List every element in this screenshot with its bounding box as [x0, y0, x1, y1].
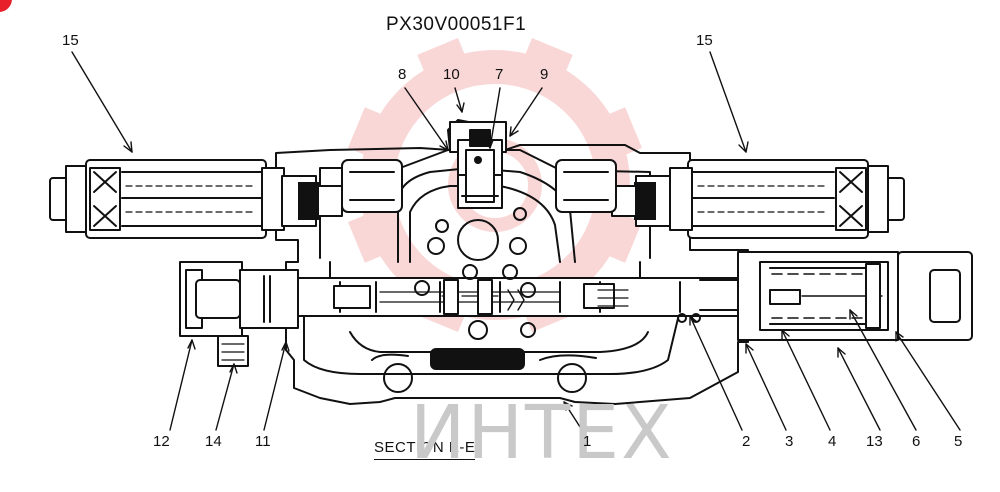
watermark-gear-tooth: [588, 206, 643, 263]
callout-8: 8: [398, 66, 407, 83]
callout-11: 11: [255, 433, 271, 450]
drawing-code: PX30V00051F1: [386, 14, 527, 35]
callout-9: 9: [540, 66, 549, 83]
callout-3: 3: [785, 433, 794, 450]
callout-6: 6: [912, 433, 921, 450]
leader-lines: [71, 51, 961, 431]
watermark-gear-tooth: [588, 107, 643, 164]
watermark-gear-tooth: [417, 37, 474, 92]
watermark-gear-tooth: [347, 206, 402, 263]
callout-14: 14: [205, 433, 222, 450]
callout-10: 10: [443, 66, 460, 83]
callout-15-left: 15: [62, 32, 79, 49]
callout-1: 1: [583, 433, 592, 450]
callout-7: 7: [495, 66, 504, 83]
callout-13: 13: [866, 433, 883, 450]
callout-12: 12: [153, 433, 170, 450]
callout-5: 5: [954, 433, 963, 450]
left-port-fitting: [217, 335, 249, 367]
watermark-text: ИНТЕХ: [410, 390, 674, 476]
section-label: SECTION E-E: [374, 439, 476, 460]
watermark-gear-tooth: [516, 37, 573, 92]
spring-coil: [771, 273, 881, 319]
callout-4: 4: [828, 433, 837, 450]
lower-passage: [303, 299, 681, 375]
callout-2: 2: [742, 433, 751, 450]
callout-15-right: 15: [696, 32, 713, 49]
